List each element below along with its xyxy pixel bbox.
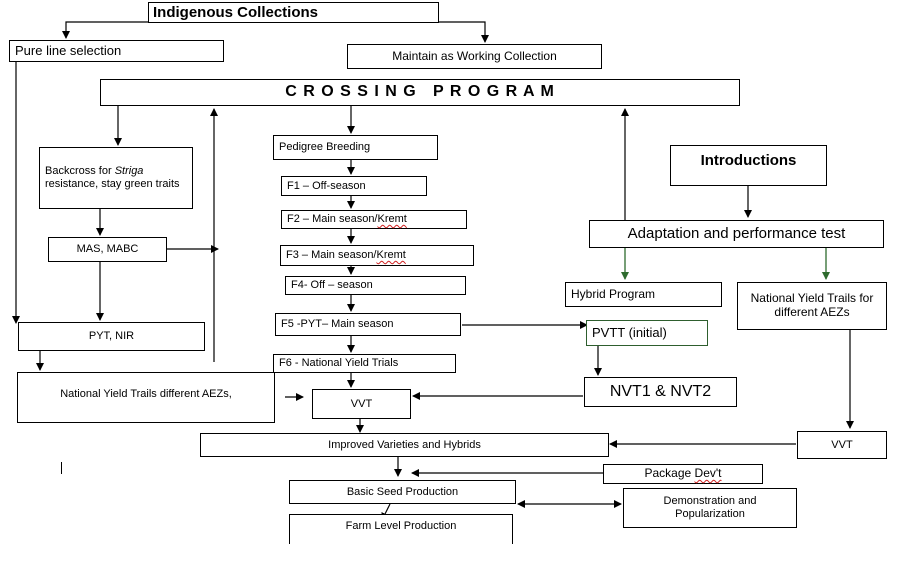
vvt-center-box: VVT — [312, 389, 411, 419]
mas-mabc-box: MAS, MABC — [48, 237, 167, 262]
package-dev-word: Dev't — [694, 466, 722, 481]
vvt-right-box: VVT — [797, 431, 887, 459]
backcross-label: Backcross for Striga resistance, stay gr… — [45, 165, 189, 190]
f6-box: F6 - National Yield Trials — [273, 354, 456, 373]
nvt-label: NVT1 & NVT2 — [609, 382, 712, 400]
working-collection-box: Maintain as Working Collection — [347, 44, 602, 69]
pvtt-box: PVTT (initial) — [586, 320, 708, 346]
backcross-label-part: Backcross for — [45, 165, 115, 178]
adaptation-test-label: Adaptation and performance test — [627, 225, 846, 243]
f2-label: F2 – Main season/Kremt — [287, 213, 407, 226]
adaptation-test-box: Adaptation and performance test — [589, 220, 884, 248]
f6-label: F6 - National Yield Trials — [279, 357, 399, 370]
pedigree-breeding-box: Pedigree Breeding — [273, 135, 438, 160]
hybrid-program-label: Hybrid Program — [571, 286, 656, 301]
f1-label: F1 – Off-season — [287, 179, 366, 192]
backcross-label-rest: resistance, stay green traits — [45, 178, 180, 190]
f2-box: F2 – Main season/Kremt — [281, 210, 467, 229]
f5-box: F5 -PYT– Main season — [275, 313, 461, 336]
mas-mabc-label: MAS, MABC — [76, 243, 139, 256]
package-dev-label: Package Dev't — [644, 466, 722, 481]
improved-varieties-label: Improved Varieties and Hybrids — [328, 438, 481, 451]
pyt-nir-box: PYT, NIR — [18, 322, 205, 351]
f4-box: F4- Off – season — [285, 276, 466, 295]
pure-line-selection-label: Pure line selection — [15, 42, 122, 58]
f4-label: F4- Off – season — [291, 279, 373, 292]
f5-label: F5 -PYT– Main season — [281, 318, 394, 331]
stray-mark — [61, 462, 62, 474]
f3-main-label: F3 – Main season/ — [286, 249, 377, 262]
f1-box: F1 – Off-season — [281, 176, 427, 196]
basic-seed-production-label: Basic Seed Production — [346, 485, 459, 498]
crossing-program-label: C R O S S I N G P R O G R A M — [285, 83, 555, 101]
introductions-label: Introductions — [700, 152, 797, 169]
indigenous-collections-label: Indigenous Collections — [153, 3, 319, 21]
backcross-striga-label: Striga — [114, 165, 144, 178]
package-main-label: Package — [644, 466, 695, 481]
pvtt-label: PVTT (initial) — [592, 324, 667, 340]
indigenous-collections-box: Indigenous Collections — [148, 2, 439, 23]
vvt-center-label: VVT — [350, 397, 373, 410]
f3-kremt-label: Kremt — [376, 249, 406, 262]
working-collection-label: Maintain as Working Collection — [392, 48, 557, 63]
pure-line-selection-box: Pure line selection — [9, 40, 224, 62]
backcross-box: Backcross for Striga resistance, stay gr… — [39, 147, 193, 209]
national-yield-aez-label: National Yield Trails for different AEZs — [750, 291, 874, 319]
crossing-program-box: C R O S S I N G P R O G R A M — [100, 79, 740, 106]
f3-box: F3 – Main season/Kremt — [280, 245, 474, 266]
national-yield-aez-box: National Yield Trails for different AEZs — [737, 282, 887, 330]
national-yield-trails-aezs-box: National Yield Trails different AEZs, — [17, 372, 275, 423]
f2-main-label: F2 – Main season/ — [287, 213, 378, 226]
nvt-box: NVT1 & NVT2 — [584, 377, 737, 407]
improved-varieties-box: Improved Varieties and Hybrids — [200, 433, 609, 457]
farm-level-production-box: Farm Level Production — [289, 514, 513, 544]
pedigree-breeding-label: Pedigree Breeding — [279, 141, 371, 154]
national-yield-trails-aezs-label: National Yield Trails different AEZs, — [60, 388, 232, 400]
basic-seed-production-box: Basic Seed Production — [289, 480, 516, 504]
f3-label: F3 – Main season/Kremt — [286, 249, 406, 262]
pyt-nir-label: PYT, NIR — [88, 330, 135, 343]
arrow-indigenous-to-pureline — [62, 21, 148, 39]
arrow-indigenous-to-working — [438, 21, 489, 43]
demonstration-label: Demonstration and Popularization — [663, 495, 757, 520]
demonstration-box: Demonstration and Popularization — [623, 488, 797, 528]
hybrid-program-box: Hybrid Program — [565, 282, 722, 307]
introductions-box: Introductions — [670, 145, 827, 186]
f2-kremt-label: Kremt — [377, 213, 407, 226]
farm-level-production-label: Farm Level Production — [345, 520, 457, 532]
package-dev-box: Package Dev't — [603, 464, 763, 484]
vvt-right-label: VVT — [831, 438, 853, 451]
